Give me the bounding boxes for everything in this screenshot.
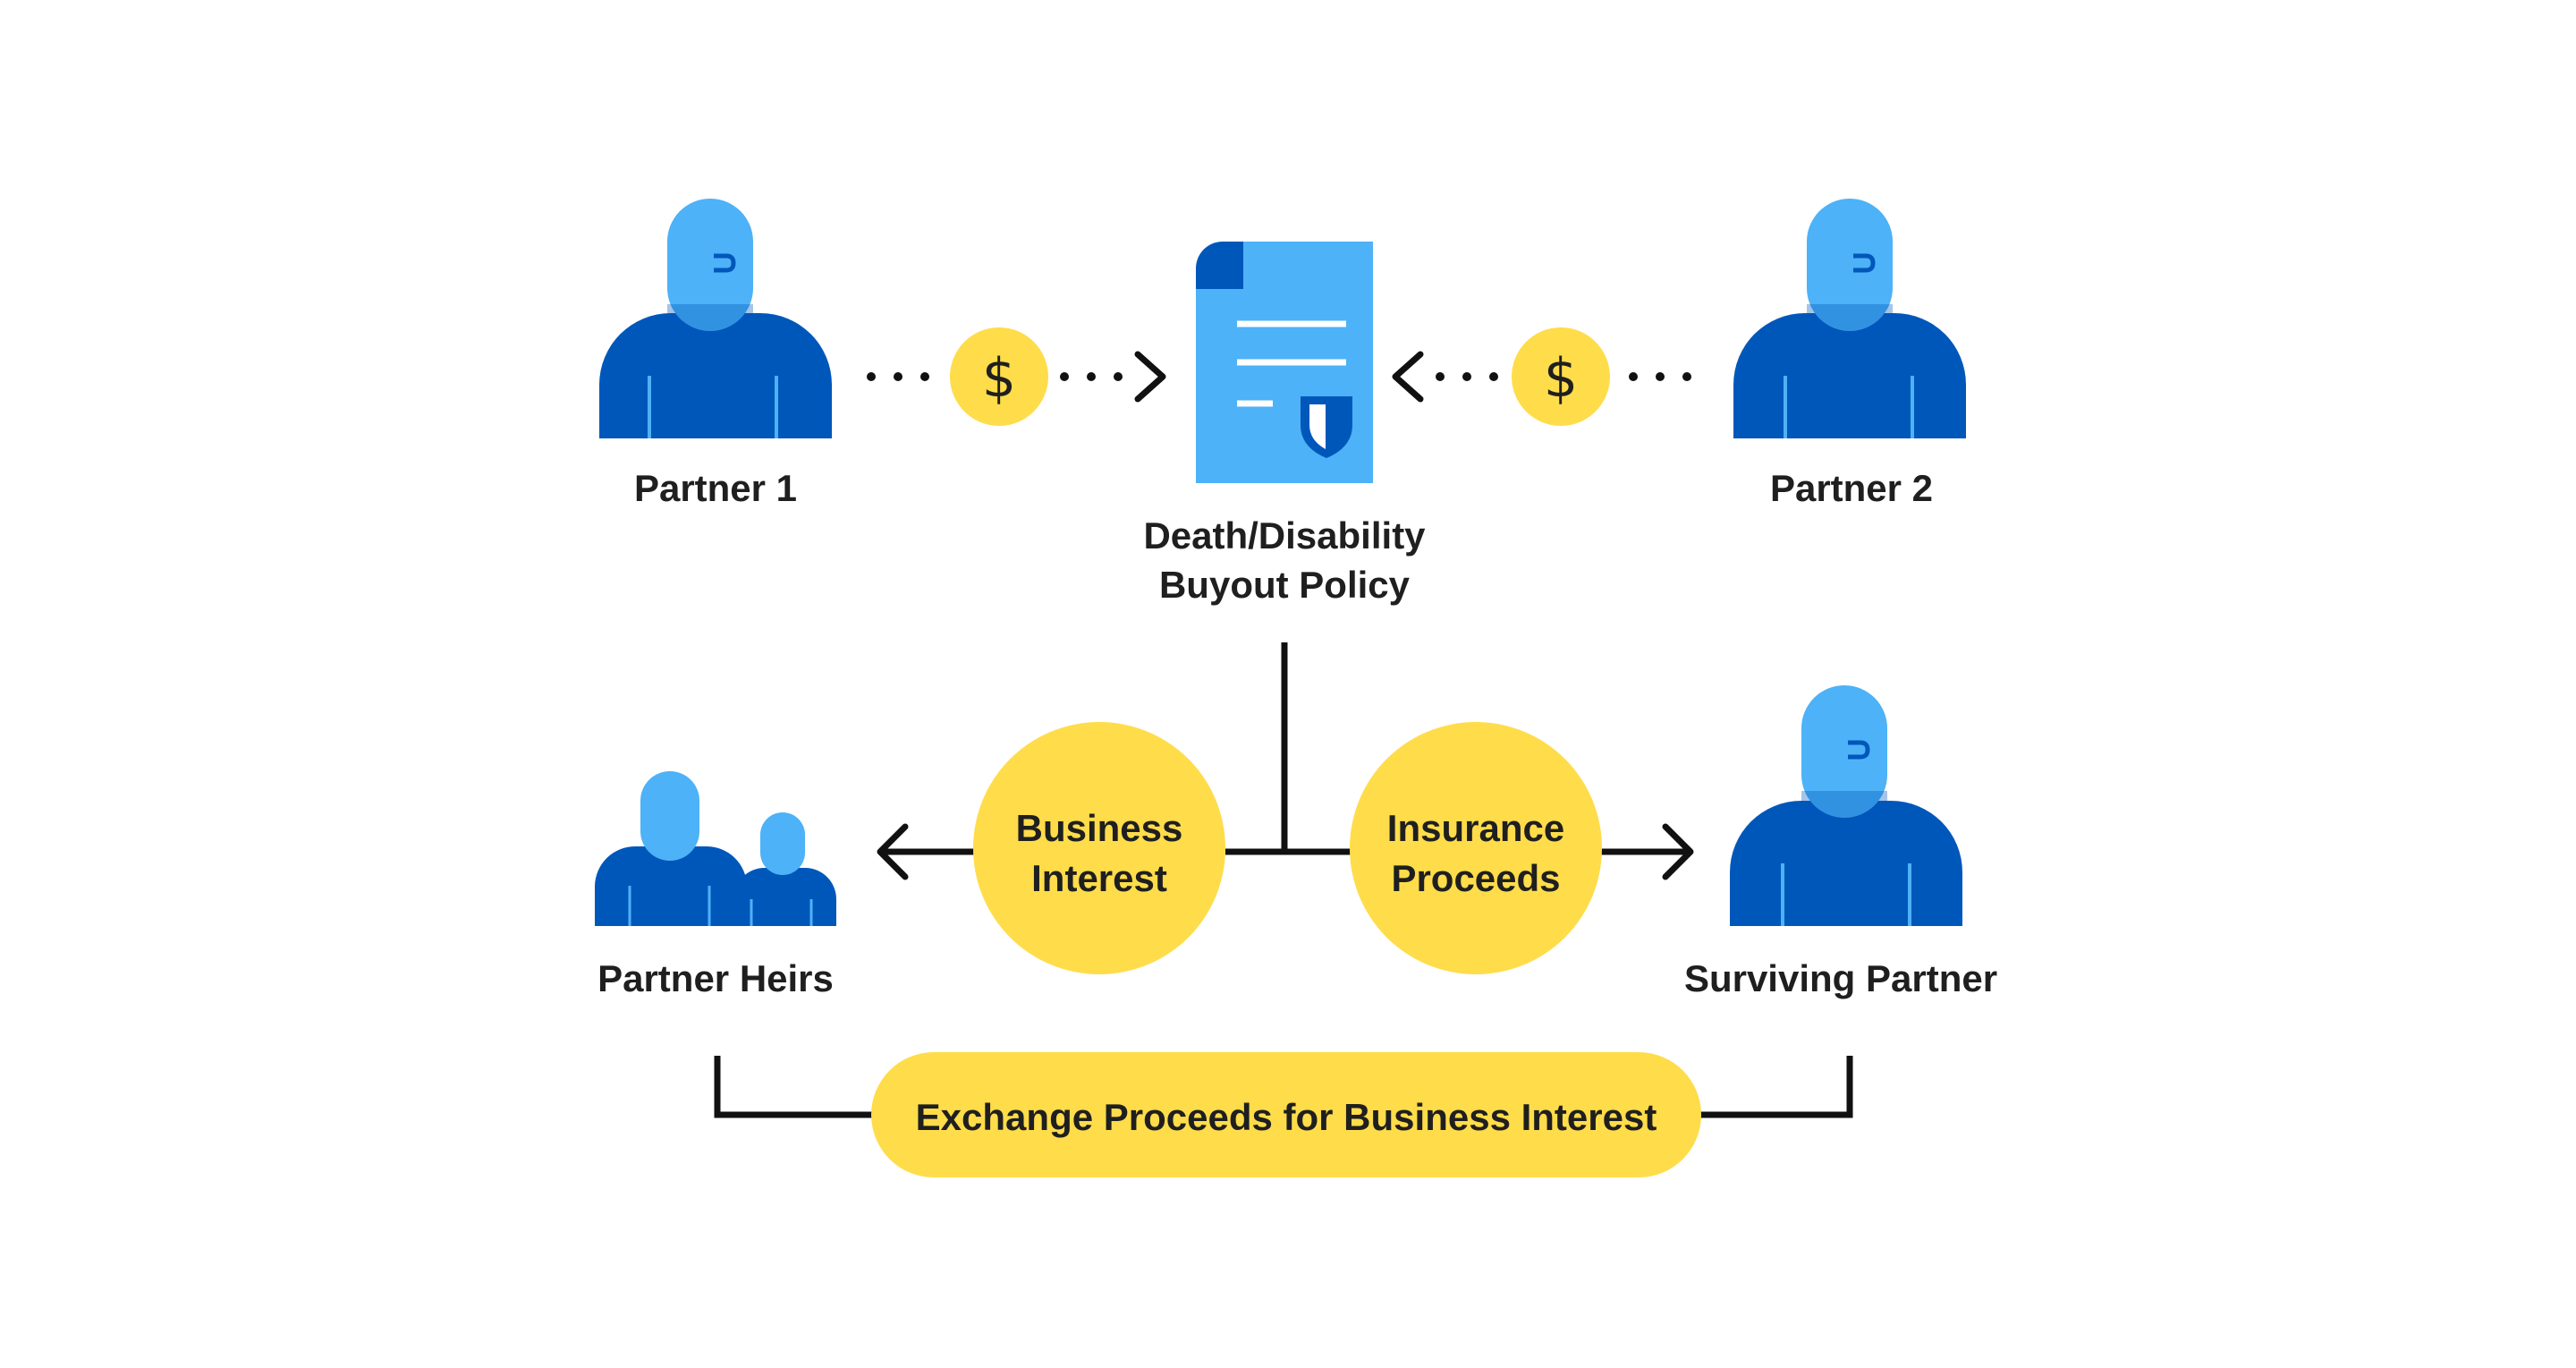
insurance-proceeds-bubble: Insurance Proceeds [1350,722,1602,974]
arrow-right-icon [1134,351,1166,403]
policy-label-line-2: Buyout Policy [1159,564,1411,606]
surviving-partner-icon [1730,685,1962,926]
payout-connector [877,642,1694,880]
business-interest-bubble: Business Interest [973,722,1225,974]
document-shield-icon [1196,242,1373,483]
payment-flow-right [1392,351,1691,403]
exchange-label: Exchange Proceeds for Business Interest [916,1096,1657,1138]
arrow-left-icon [1392,351,1424,403]
insurance-proceeds-line-1: Insurance [1387,807,1564,849]
business-interest-line-1: Business [1016,807,1183,849]
payment-flow-left [867,351,1166,403]
dollar-coin-icon: $ [950,327,1048,426]
dollar-symbol-left: $ [982,347,1016,410]
partner-1-icon [599,199,832,438]
exchange-pill: Exchange Proceeds for Business Interest [871,1052,1701,1177]
surviving-partner-label: Surviving Partner [1684,957,1997,999]
exchange-bracket [714,1056,1853,1118]
family-icon [595,771,836,926]
dollar-coin-icon: $ [1512,327,1610,426]
dollar-symbol-right: $ [1544,347,1578,410]
policy-label-line-1: Death/Disability [1143,514,1426,557]
partner-2-label: Partner 2 [1770,467,1933,509]
partner-2-icon [1733,199,1966,438]
partner-heirs-label: Partner Heirs [597,957,834,999]
arrow-left-icon [877,823,909,880]
business-interest-line-2: Interest [1031,857,1167,899]
insurance-proceeds-line-2: Proceeds [1391,857,1560,899]
partner-1-label: Partner 1 [634,467,797,509]
arrow-right-icon [1662,823,1694,880]
